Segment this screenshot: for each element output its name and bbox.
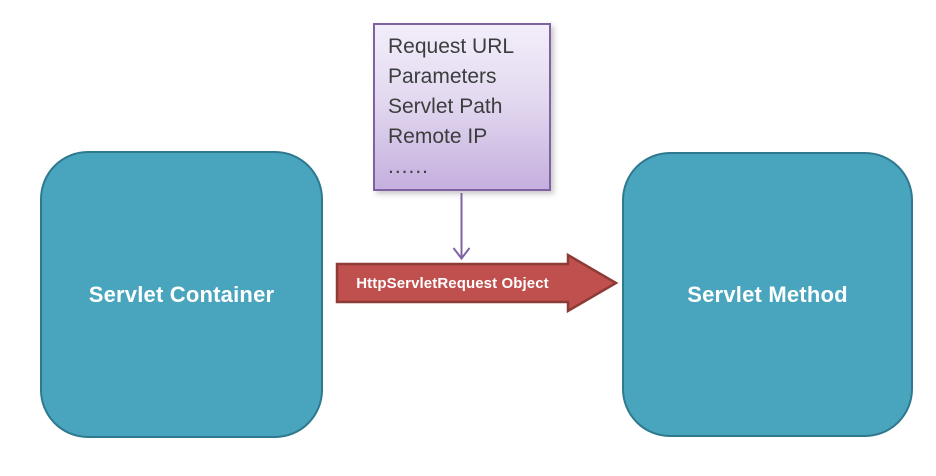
info-line-request-url: Request URL [388,35,515,58]
servlet-method-label: Servlet Method [687,281,848,307]
http-request-arrow-label: HttpServletRequest Object [356,274,549,292]
info-line-servlet-path: Servlet Path [388,95,503,118]
info-line-parameters: Parameters [388,65,497,88]
servlet-container-label: Servlet Container [88,281,275,307]
request-info-box: Request URL Parameters Servlet Path Remo… [373,23,551,191]
servlet-container-box: Servlet Container [40,151,323,438]
connector-arrowhead-icon [452,247,471,261]
info-line-ellipsis: ...... [388,155,430,178]
info-line-remote-ip: Remote IP [388,125,488,148]
servlet-method-box: Servlet Method [622,152,913,437]
